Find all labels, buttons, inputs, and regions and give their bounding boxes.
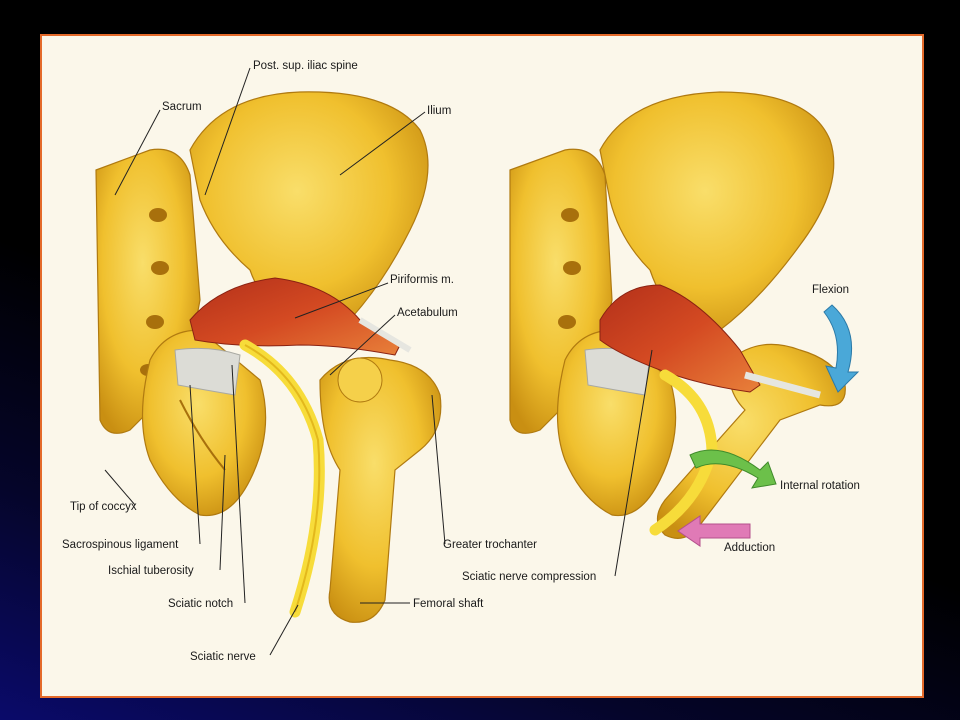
label-tip-of-coccyx: Tip of coccyx xyxy=(70,501,137,513)
right-femur-shape xyxy=(656,343,846,539)
label-flexion: Flexion xyxy=(812,284,849,296)
label-post-sup-iliac-spine: Post. sup. iliac spine xyxy=(253,60,358,72)
left-pelvis xyxy=(95,91,442,623)
internal-rotation-arrow-icon xyxy=(689,449,777,489)
label-ischial-tuberosity: Ischial tuberosity xyxy=(108,565,194,577)
adduction-arrow-icon xyxy=(677,515,751,547)
labels: Sacrum Post. sup. iliac spine Ilium Piri… xyxy=(62,60,860,663)
label-femoral-shaft: Femoral shaft xyxy=(413,598,484,610)
label-ilium: Ilium xyxy=(427,105,451,117)
leader-lines xyxy=(104,67,653,656)
flexion-arrow-icon xyxy=(823,304,860,393)
right-ilium-shape xyxy=(599,91,835,341)
label-sciatic-notch: Sciatic notch xyxy=(168,598,233,610)
left-femur-shape xyxy=(319,356,442,623)
right-pelvis xyxy=(509,91,860,547)
right-piriformis-shape xyxy=(599,284,761,393)
label-greater-trochanter: Greater trochanter xyxy=(443,539,537,551)
label-sciatic-nerve: Sciatic nerve xyxy=(190,651,256,663)
label-acetabulum: Acetabulum xyxy=(397,307,458,319)
label-sacrospinous-ligament: Sacrospinous ligament xyxy=(62,539,179,551)
label-sciatic-nerve-compression: Sciatic nerve compression xyxy=(462,571,596,583)
label-piriformis: Piriformis m. xyxy=(390,274,454,286)
label-adduction: Adduction xyxy=(724,542,775,554)
label-internal-rotation: Internal rotation xyxy=(780,480,860,492)
label-sacrum: Sacrum xyxy=(162,101,202,113)
